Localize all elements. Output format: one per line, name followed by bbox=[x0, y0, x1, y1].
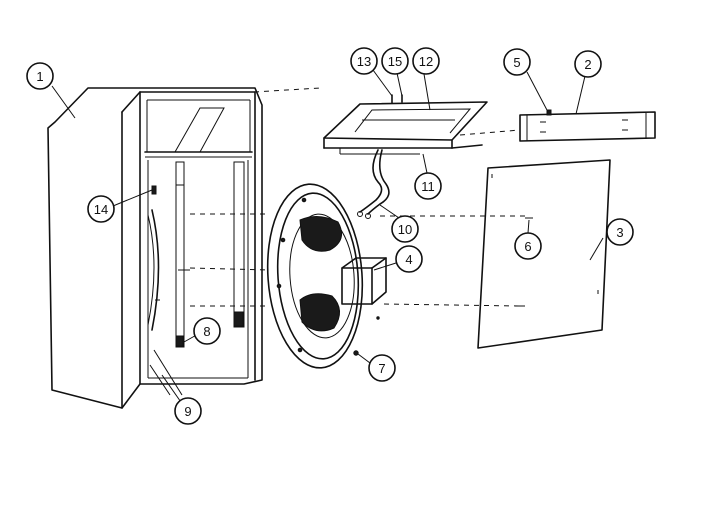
callout-11-label: 11 bbox=[421, 179, 435, 194]
callout-5-label: 5 bbox=[513, 55, 520, 70]
callout-1-circle bbox=[26, 62, 54, 90]
callout-12-label: 12 bbox=[419, 54, 433, 69]
callout-1: 1 bbox=[26, 62, 54, 90]
callout-2-label: 2 bbox=[584, 57, 591, 72]
callout-3-circle bbox=[606, 218, 634, 246]
callout-9-label: 9 bbox=[184, 404, 191, 419]
callout-10-label: 10 bbox=[398, 222, 412, 237]
callout-6: 6 bbox=[514, 232, 542, 260]
callout-14: 14 bbox=[87, 195, 115, 223]
callout-1-label: 1 bbox=[36, 69, 43, 84]
callout-15: 15 bbox=[381, 47, 409, 75]
callout-6-circle bbox=[514, 232, 542, 260]
callout-4: 4 bbox=[395, 245, 423, 273]
callout-12-circle bbox=[412, 47, 440, 75]
callout-10: 10 bbox=[391, 215, 419, 243]
callout-2-circle bbox=[574, 50, 602, 78]
callout-13: 13 bbox=[350, 47, 378, 75]
callout-15-label: 15 bbox=[388, 54, 402, 69]
callout-10-circle bbox=[391, 215, 419, 243]
callout-13-circle bbox=[350, 47, 378, 75]
callout-14-label: 14 bbox=[94, 202, 108, 217]
callout-8: 8 bbox=[193, 317, 221, 345]
top-strip bbox=[519, 109, 656, 142]
callout-13-label: 13 bbox=[357, 54, 371, 69]
top-assembly bbox=[323, 94, 488, 155]
cabinet bbox=[47, 87, 263, 409]
callout-12: 12 bbox=[412, 47, 440, 75]
callout-11-circle bbox=[414, 172, 442, 200]
callout-4-label: 4 bbox=[405, 252, 412, 267]
callout-5-circle bbox=[503, 48, 531, 76]
callout-9: 9 bbox=[174, 397, 202, 425]
callout-6-label: 6 bbox=[524, 239, 531, 254]
callout-8-circle bbox=[193, 317, 221, 345]
callout-14-circle bbox=[87, 195, 115, 223]
callout-15-circle bbox=[381, 47, 409, 75]
lead-wires bbox=[357, 149, 390, 219]
alignment-lines bbox=[189, 87, 528, 307]
callout-3-label: 3 bbox=[616, 225, 623, 240]
callout-7-label: 7 bbox=[378, 361, 385, 376]
callout-7-circle bbox=[368, 354, 396, 382]
callout-2: 2 bbox=[574, 50, 602, 78]
callout-9-circle bbox=[174, 397, 202, 425]
callout-4-circle bbox=[395, 245, 423, 273]
back-panel bbox=[477, 159, 611, 349]
callout-8-label: 8 bbox=[203, 324, 210, 339]
callout-11: 11 bbox=[414, 172, 442, 200]
callout-5: 5 bbox=[503, 48, 531, 76]
speaker bbox=[266, 183, 387, 369]
callout-3: 3 bbox=[606, 218, 634, 246]
callout-7: 7 bbox=[368, 354, 396, 382]
